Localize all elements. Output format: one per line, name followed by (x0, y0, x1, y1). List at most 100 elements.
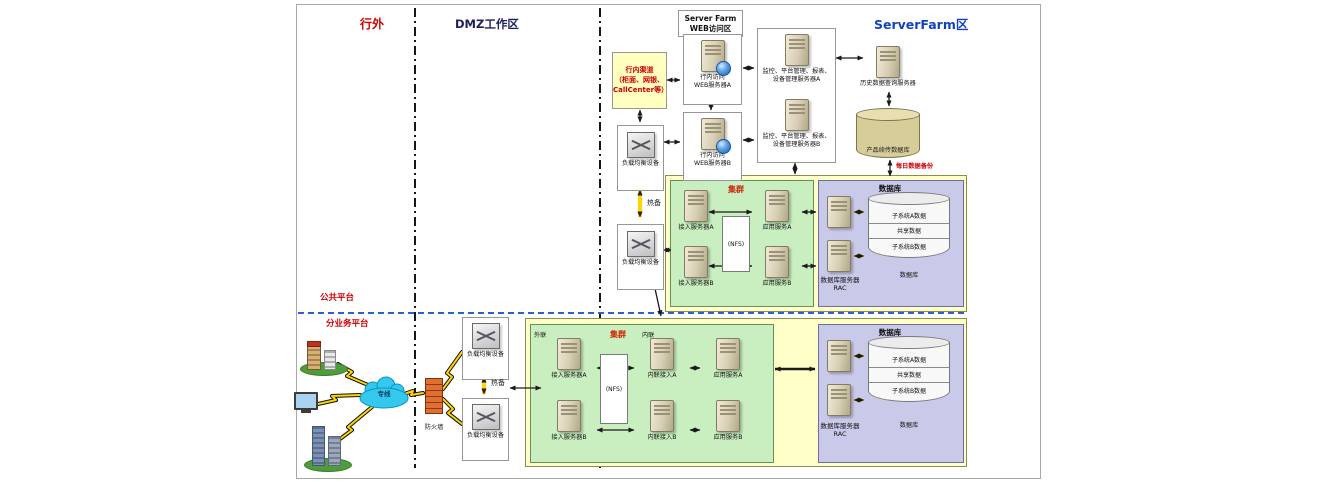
server-icon (557, 338, 581, 370)
app-server-a-label: 应用服务A (762, 224, 792, 231)
database-box-bottom-title: 数据库 (878, 328, 902, 337)
load-balancer-label: 负载均衡设备 (466, 432, 505, 439)
web-server-a: 行内访问 WEB服务器A (683, 34, 742, 105)
database-cylinder-top-label: 数据库 (899, 272, 919, 279)
server-icon (716, 338, 740, 370)
load-balancer-icon (471, 404, 500, 430)
server-icon (827, 196, 851, 228)
server-icon (784, 34, 809, 66)
channel-line2: （柜面、网银、 (615, 75, 664, 84)
app-server-b-bottom: 应用服务B (702, 400, 754, 442)
app-server-a-bottom: 应用服务A (702, 338, 754, 380)
building-roof (307, 341, 321, 347)
server-icon (557, 400, 581, 432)
web-server-a-label1: 行内访问 (700, 74, 725, 81)
cylinder-cap (868, 192, 950, 205)
load-balancer-2: 负载均衡设备 (617, 224, 664, 290)
rac-label-line1: 数据库服务器 (820, 276, 860, 284)
server-icon (784, 99, 809, 131)
cloud-label: 专线 (377, 390, 391, 398)
product-db-label: 产品续传数据库 (866, 147, 910, 154)
internal-access-a: 内联接入A (636, 338, 688, 380)
zone-title-outside: 行外 (360, 17, 385, 31)
pc-monitor (294, 392, 318, 410)
cylinder-cap (856, 108, 920, 121)
network-cloud-icon: 专线 (358, 376, 410, 410)
label-business-platform: 分业务平台 (326, 319, 369, 329)
access-server-a-top: 接入服务器A (674, 190, 718, 232)
building-icon (307, 343, 321, 370)
access-server-b-top: 接入服务器B (674, 246, 718, 288)
app-server-a-label: 应用服务A (713, 372, 743, 379)
rac-database-cylinder-bottom: 子系统A数据 共享数据 子系统B数据 (868, 336, 950, 402)
web-server-b-label1: 行内访问 (700, 152, 725, 159)
rac-label-top: 数据库服务器 RAC (814, 274, 866, 292)
web-server-b-label2: WEB服务器B (693, 160, 732, 168)
daily-backup-label: 每日数据备份 (896, 163, 934, 170)
rac-label-line2: RAC (833, 284, 847, 292)
load-balancer-4: 负载均衡设备 (462, 398, 509, 461)
rac-server-2-top (827, 240, 851, 272)
firewall-icon (425, 378, 443, 414)
nfs-box-bottom: (NFS) (600, 354, 628, 424)
load-balancer-1: 负载均衡设备 (617, 125, 664, 191)
zone-divider-dmz-serverfarm (599, 8, 601, 468)
load-balancer-label: 负载均衡设备 (621, 259, 660, 266)
server-icon (716, 400, 740, 432)
history-query-server: 历史数据查询服务器 (856, 46, 920, 88)
web-access-title-line1: Server Farm (684, 13, 737, 23)
rac-label-line2: RAC (833, 430, 847, 438)
server-icon (827, 384, 851, 416)
platform-divider-line (298, 312, 964, 314)
rac-server-1-bottom (827, 340, 851, 372)
web-access-title-box: Server Farm WEB访问区 (678, 10, 743, 37)
server-icon (765, 246, 789, 278)
server-icon (827, 240, 851, 272)
management-server-a-label: 监控、平台管理、报表、设备管理服务器A (762, 68, 831, 84)
server-icon (700, 118, 731, 154)
zone-title-dmz: DMZ工作区 (455, 17, 519, 31)
management-server-a: 监控、平台管理、报表、设备管理服务器A (762, 34, 831, 84)
city-buildings-top-icon (300, 340, 348, 376)
zone-divider-outside-dmz (414, 8, 416, 468)
zone-title-serverfarm: ServerFarm区 (874, 17, 969, 32)
rac-label-bottom: 数据库服务器 RAC (814, 420, 866, 438)
building-icon (328, 436, 341, 466)
management-server-b: 监控、平台管理、报表、设备管理服务器B (762, 99, 831, 149)
cylinder-cap (868, 336, 950, 349)
external-link-label: 外联 (534, 332, 547, 339)
app-server-a-top: 应用服务A (754, 190, 800, 232)
globe-icon (715, 139, 731, 154)
firewall: 防火墙 (412, 378, 456, 432)
cylinder-band-shared: 共享数据 (869, 222, 949, 239)
access-server-a-label: 接入服务器A (551, 372, 587, 379)
access-server-a-label: 接入服务器A (678, 224, 714, 231)
server-icon (650, 400, 674, 432)
internal-access-a-label: 内联接入A (647, 372, 677, 379)
hot-standby-label-bottom: 热备 (491, 379, 505, 387)
rac-label-line1: 数据库服务器 (820, 422, 860, 430)
access-server-b-label: 接入服务器B (678, 280, 714, 287)
web-server-a-label2: WEB服务器A (693, 82, 732, 90)
server-icon (827, 340, 851, 372)
app-server-b-label: 应用服务B (762, 280, 792, 287)
label-public-platform: 公共平台 (320, 293, 355, 303)
cylinder-band-subsystem-b: 子系统B数据 (869, 238, 949, 254)
server-icon (765, 190, 789, 222)
internal-channel-box: 行内渠道 （柜面、网银、 CallCenter等） (612, 52, 668, 109)
load-balancer-icon (626, 132, 655, 158)
rac-database-cylinder-top: 子系统A数据 共享数据 子系统B数据 (868, 192, 950, 258)
pc-stand (301, 410, 311, 413)
load-balancer-icon (626, 231, 655, 257)
load-balancer-label: 负载均衡设备 (621, 160, 660, 167)
web-server-b: 行内访问 WEB服务器B (683, 112, 742, 181)
access-server-a-bottom: 接入服务器A (544, 338, 594, 380)
diagram-border (296, 4, 1041, 479)
cylinder-band-subsystem-a: 子系统A数据 (891, 212, 927, 220)
product-database-cylinder: 产品续传数据库 (856, 108, 920, 158)
globe-icon (715, 61, 731, 76)
database-box-top-title: 数据库 (878, 184, 902, 193)
access-server-b-bottom: 接入服务器B (544, 400, 594, 442)
load-balancer-icon (471, 323, 500, 349)
